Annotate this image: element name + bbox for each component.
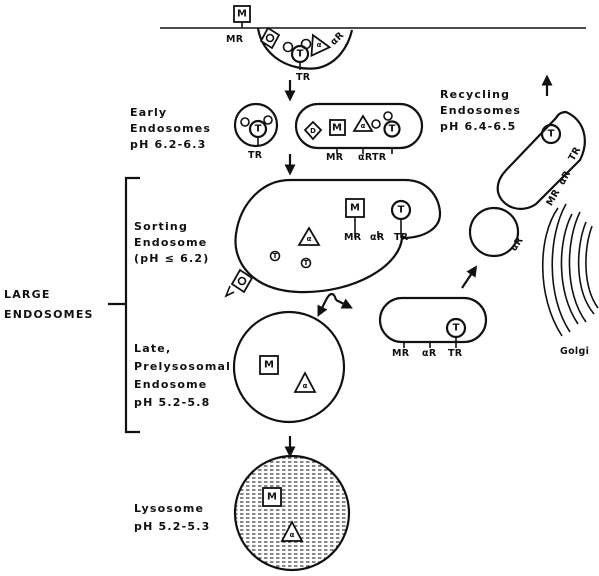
early-mr-label: MR [326,152,344,163]
released-diamond-ligand [224,268,254,298]
early-label-3: pH 6.2-6.3 [130,138,206,151]
late-label-3: Endosome [134,378,207,391]
svg-text:M: M [267,492,277,503]
svg-text:M: M [264,360,274,371]
early-label-1: Early [130,106,167,119]
svg-text:M: M [350,203,360,214]
t-ligand-icon: T [297,49,304,60]
late-endosome: M α [232,310,346,424]
m-ligand-icon: M [237,9,247,20]
recycling-lower-mr-label: MR [392,348,410,359]
pit-transferrin-receptor: T TR [290,44,311,83]
lysosome-label-1: Lysosome [134,502,204,515]
recycling-lower-ar-label: αR [422,348,437,359]
small-vesicle-ar-label: αR [508,235,526,253]
svg-text:α: α [361,122,366,130]
svg-text:T: T [304,259,309,267]
large-endosomes-bracket [108,176,140,434]
pit-ar-label: αR [328,30,346,48]
recycling-label-1: Recycling [440,88,510,101]
arrow-sorting-to-late [317,292,353,317]
svg-text:T: T [453,323,460,334]
svg-text:T: T [548,129,555,140]
sorting-endosome: M T MR αR TR α T T [234,178,442,294]
golgi-label: Golgi [560,346,589,357]
svg-text:T: T [255,124,262,135]
recycling-label-2: Endosomes [440,104,521,117]
early-label-2: Endosomes [130,122,211,135]
svg-text:α: α [290,531,295,539]
svg-text:α: α [307,235,312,243]
pit-diamond-ligand [259,26,281,50]
late-label-2: Prelysosomal [134,360,231,373]
arrow-to-small-vesicle [461,265,478,289]
sorting-label-1: Sorting [134,220,188,233]
svg-text:α: α [303,382,308,390]
lysosome: M α [233,454,351,572]
early-artr-label: αRTR [358,152,387,163]
early-endosome-tubular: D M α T MR αRTR [294,102,424,163]
svg-text:T: T [398,205,405,216]
pit-tr-label: TR [296,72,311,83]
membrane-mannose-receptor: M MR [226,5,251,45]
golgi-apparatus [541,203,599,337]
recycling-upper-ar-label: αR [557,169,574,187]
recycling-upper-mr-label: MR [544,187,562,208]
late-label-4: pH 5.2-5.8 [134,396,210,409]
late-label-1: Late, [134,342,171,355]
svg-text:α: α [317,41,322,49]
svg-text:T: T [273,252,278,260]
sorting-tr-label: TR [394,232,409,243]
recycling-small-vesicle: αR [468,206,526,258]
recycling-lower-tr-label: TR [448,348,463,359]
svg-text:T: T [389,124,396,135]
sorting-ar-label: αR [370,232,385,243]
sorting-mr-label: MR [344,232,362,243]
early-tr-label: TR [248,150,263,161]
lysosome-label-2: pH 5.2-5.3 [134,520,210,533]
svg-text:M: M [332,123,342,134]
membrane-mr-label: MR [226,34,244,45]
large-endosomes-label-2: ENDOSOMES [4,308,94,321]
recycling-label-3: pH 6.4-6.5 [440,120,516,133]
large-endosomes-label-1: LARGE [4,288,51,301]
recycling-vesicle-lower: T MR αR TR [378,296,488,359]
sorting-label-3: (pH ≤ 6.2) [134,252,210,265]
early-endosome-small: T TR [233,102,279,161]
plasma-membrane [160,27,586,70]
sorting-label-2: Endosome [134,236,207,249]
svg-text:D: D [310,127,316,135]
